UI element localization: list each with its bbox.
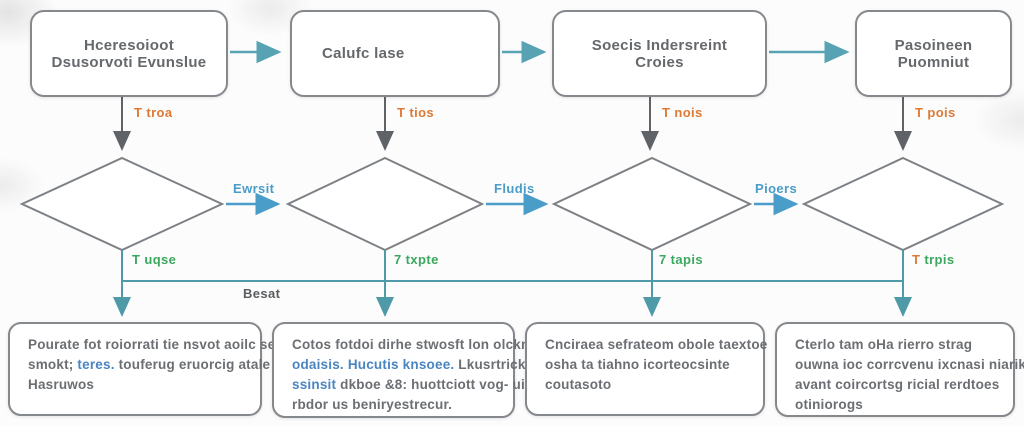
text-segment: Pourate fot roiorrati tie nsvot aoilc se… — [28, 337, 284, 352]
decision-diamond-4 — [801, 156, 1005, 252]
green-branch-icon-3: 7 — [659, 252, 667, 267]
result-box-3: Cnciraea sefrateom obole taextoe osha ta… — [525, 322, 767, 416]
result-box-1-line: smokt; teres. touferug eruorcig atale — [28, 355, 270, 375]
result-box-2-line: Cotos fotdoi dirhe stwosft lon olckns — [292, 335, 537, 355]
result-box-4-line: otiniorogs — [795, 395, 997, 415]
result-box-1: Pourate fot roiorrati tie nsvot aoilc se… — [8, 322, 283, 416]
process-box-4-label: Pasoineen Puomniut — [894, 36, 973, 71]
text-segment: smokt; — [28, 357, 78, 372]
result-box-4-line: Cterlo tam oHa rierro strag — [795, 335, 997, 355]
true-branch-label-2: T tios — [397, 105, 435, 120]
text-segment: ouwna ioc corrcvenu ixcnasi niariket — [795, 357, 1024, 372]
green-branch-icon-2: 7 — [394, 252, 402, 267]
result-box-2: Cotos fotdoi dirhe stwosft lon olckns od… — [272, 322, 537, 418]
result-box-1-line: Pourate fot roiorrati tie nsvot aoilc se… — [28, 335, 283, 355]
green-branch-icon-1: T — [132, 252, 141, 267]
process-box-1: Hceresoioot Dsusorvoti Evunslue — [30, 10, 228, 97]
result-box-1-line: Hasruwos — [28, 375, 244, 395]
text-segment: Lkusrtrick — [454, 357, 526, 372]
result-box-4-line: avant coircortsg ricial rerdtoes — [795, 375, 1000, 395]
false-branch-label-3: Pioers — [755, 181, 798, 196]
process-box-3: Soecis Indersreint Croies — [552, 10, 767, 97]
process-box-3-label: Soecis Indersreint Croies — [591, 36, 728, 71]
green-branch-text-2: txpte — [405, 252, 439, 267]
green-branch-label-4: T trpis — [912, 252, 955, 267]
result-box-2-line: odaisis. Hucutis knsoee. Lkusrtrick — [292, 355, 525, 375]
result-box-2-line: ssinsit dkboe &8: huottciott vog- ui: — [292, 375, 529, 395]
green-branch-label-1: T uqse — [132, 252, 176, 267]
text-segment: osha ta tiahno icorteocsinte — [545, 357, 730, 372]
false-branch-label-1: Ewrsit — [233, 181, 275, 196]
text-segment: dkboe &8: huottciott vog- ui: — [336, 377, 530, 392]
result-box-3-line: osha ta tiahno icorteocsinte — [545, 355, 747, 375]
green-branch-label-3: 7 tapis — [659, 252, 703, 267]
false-branch-label-2: Fludis — [494, 181, 535, 196]
result-box-3-line: coutasoto — [545, 375, 747, 395]
green-branch-text-1: uqse — [144, 252, 177, 267]
text-segment: coutasoto — [545, 377, 612, 392]
true-branch-label-1: T troa — [134, 105, 173, 120]
text-segment: Cnciraea sefrateom obole taextoe — [545, 337, 768, 352]
link-text: ssinsit — [292, 377, 337, 392]
result-box-4-line: ouwna ioc corrcvenu ixcnasi niariket — [795, 355, 1024, 375]
decision-diamond-3 — [551, 156, 753, 252]
text-segment: avant coircortsg ricial rerdtoes — [795, 377, 1000, 392]
green-branch-icon-4: T — [912, 252, 921, 267]
green-branch-text-4: trpis — [924, 252, 955, 267]
decision-diamond-1 — [19, 156, 225, 252]
decision-diamond-2 — [285, 156, 485, 252]
text-segment: Cotos fotdoi dirhe stwosft lon olckns — [292, 337, 538, 352]
bus-label: Besat — [243, 286, 281, 301]
text-segment: Hasruwos — [28, 377, 95, 392]
result-box-3-line: Cnciraea sefrateom obole taextoe — [545, 335, 767, 355]
text-segment: touferug eruorcig atale — [114, 357, 271, 372]
process-box-4: Pasoineen Puomniut — [855, 10, 1012, 97]
text-segment: Cterlo tam oHa rierro strag — [795, 337, 973, 352]
process-box-1-label: Hceresoioot Dsusorvoti Evunslue — [51, 36, 207, 71]
green-branch-text-3: tapis — [670, 252, 703, 267]
text-segment: rbdor us beniryestrecur. — [292, 397, 453, 412]
link-text: teres. — [77, 357, 115, 372]
text-segment: otiniorogs — [795, 397, 863, 412]
link-text: odaisis. Hucutis knsoee. — [292, 357, 455, 372]
process-box-2-label: Calufc lase — [322, 45, 405, 62]
process-box-2: Calufc lase — [290, 10, 500, 97]
result-box-2-line: rbdor us beniryestrecur. — [292, 395, 497, 415]
true-branch-label-4: T pois — [915, 105, 956, 120]
result-box-4: Cterlo tam oHa rierro strag ouwna ioc co… — [775, 322, 1024, 417]
true-branch-label-3: T nois — [662, 105, 703, 120]
green-branch-label-2: 7 txpte — [394, 252, 439, 267]
